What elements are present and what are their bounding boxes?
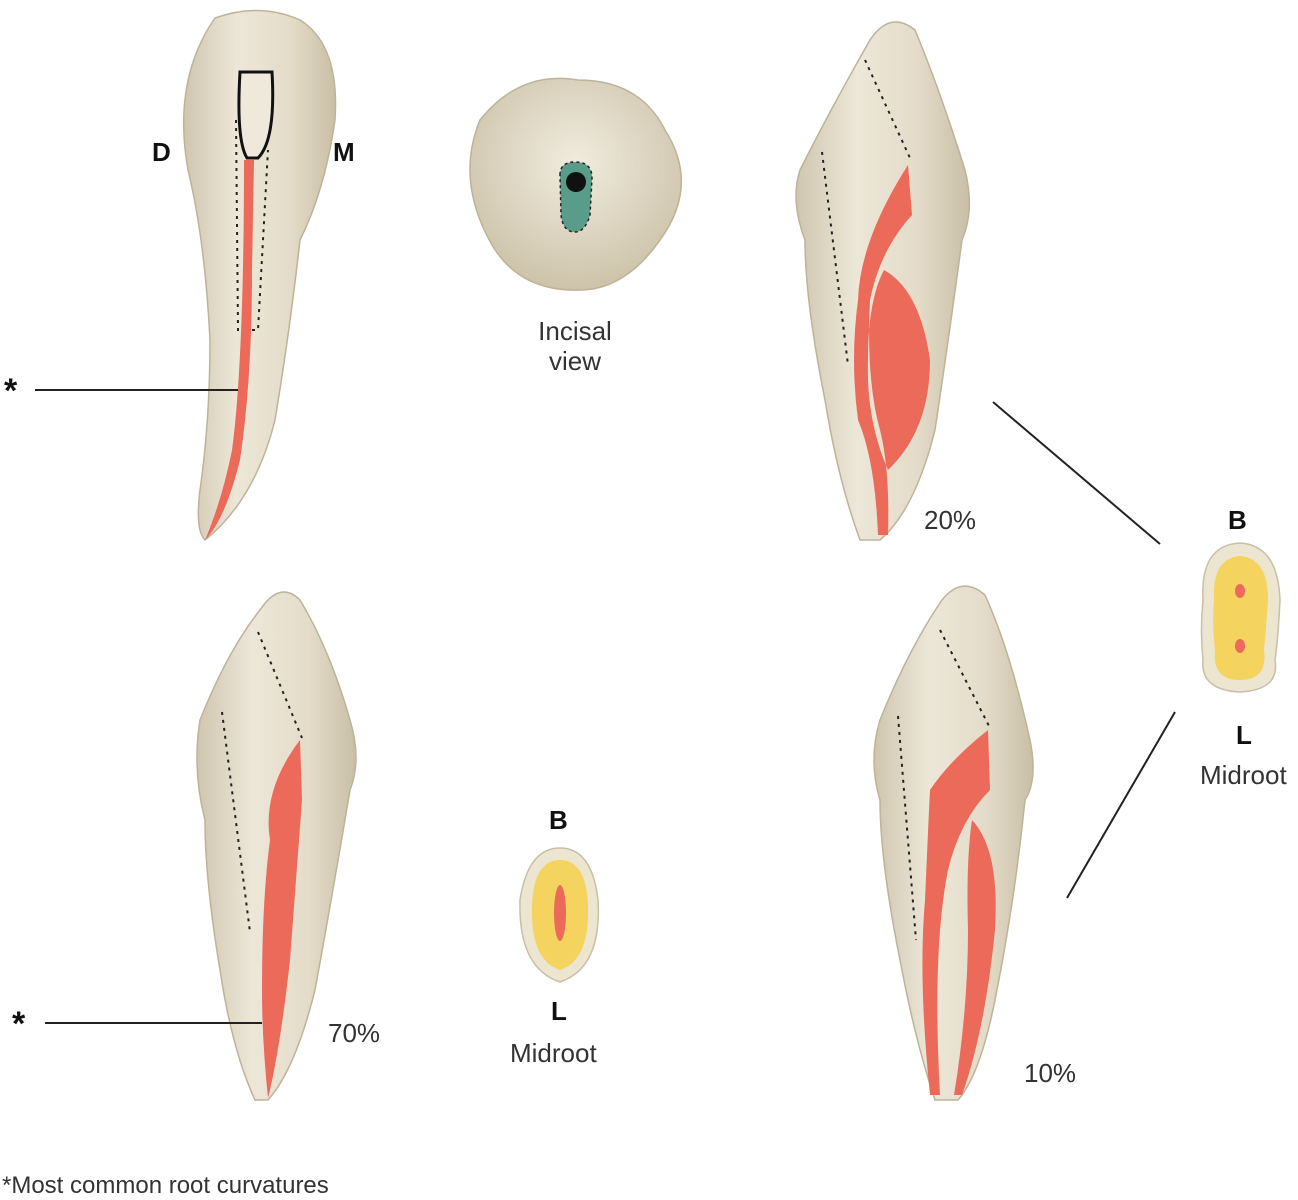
tooth-70-percent <box>196 591 357 1101</box>
pulp-two-canals <box>854 165 930 535</box>
incisal-view-caption: Incisal view <box>538 316 612 376</box>
midroot-label-right: Midroot <box>1200 760 1287 790</box>
asterisk-top: * <box>4 372 18 410</box>
lingual-label-right: L <box>1236 720 1252 750</box>
mesial-label: M <box>333 137 355 167</box>
cross-section-single <box>519 847 600 983</box>
cej-dotted-mesial <box>939 629 991 729</box>
pulp-canal <box>205 160 254 540</box>
distal-label: D <box>152 137 171 167</box>
buccal-label-right: B <box>1228 505 1247 535</box>
canal-dotted-outline <box>235 119 269 331</box>
lingual-label-middle: L <box>551 996 567 1026</box>
pulp-single-canal <box>262 740 302 1098</box>
tooth-20-percent <box>795 21 971 541</box>
tooth-10-percent <box>873 585 1034 1101</box>
cross-section-dentin <box>1213 556 1268 680</box>
buccal-label-middle: B <box>549 805 568 835</box>
cej-dotted-distal <box>221 711 251 933</box>
cej-dotted-distal <box>897 715 917 941</box>
tooth-outline <box>182 9 337 542</box>
asterisk-bottom: * <box>12 1005 26 1043</box>
pulp-two-separate-canals <box>922 730 996 1095</box>
cej-dotted-mesial <box>864 59 911 159</box>
percent-10-label: 10% <box>1024 1058 1077 1088</box>
incisal-view-tooth <box>469 77 682 291</box>
percent-20-label: 20% <box>924 505 977 535</box>
access-outline <box>237 70 275 160</box>
cej-dotted-distal <box>821 151 849 366</box>
connector-line-lower <box>1066 711 1176 899</box>
cross-section-canal <box>554 885 566 941</box>
cej-dotted-mesial <box>257 631 303 739</box>
cross-section-double <box>1200 542 1281 693</box>
canal-orifice <box>566 172 586 192</box>
footnote: *Most common root curvatures <box>2 1172 329 1199</box>
percent-70-label: 70% <box>328 1018 381 1048</box>
cross-section-canal-buccal <box>1235 584 1245 598</box>
cross-section-canal-lingual <box>1235 639 1245 653</box>
midroot-label-middle: Midroot <box>510 1038 597 1068</box>
facial-view-tooth <box>182 9 337 542</box>
connector-line-upper <box>992 401 1161 545</box>
